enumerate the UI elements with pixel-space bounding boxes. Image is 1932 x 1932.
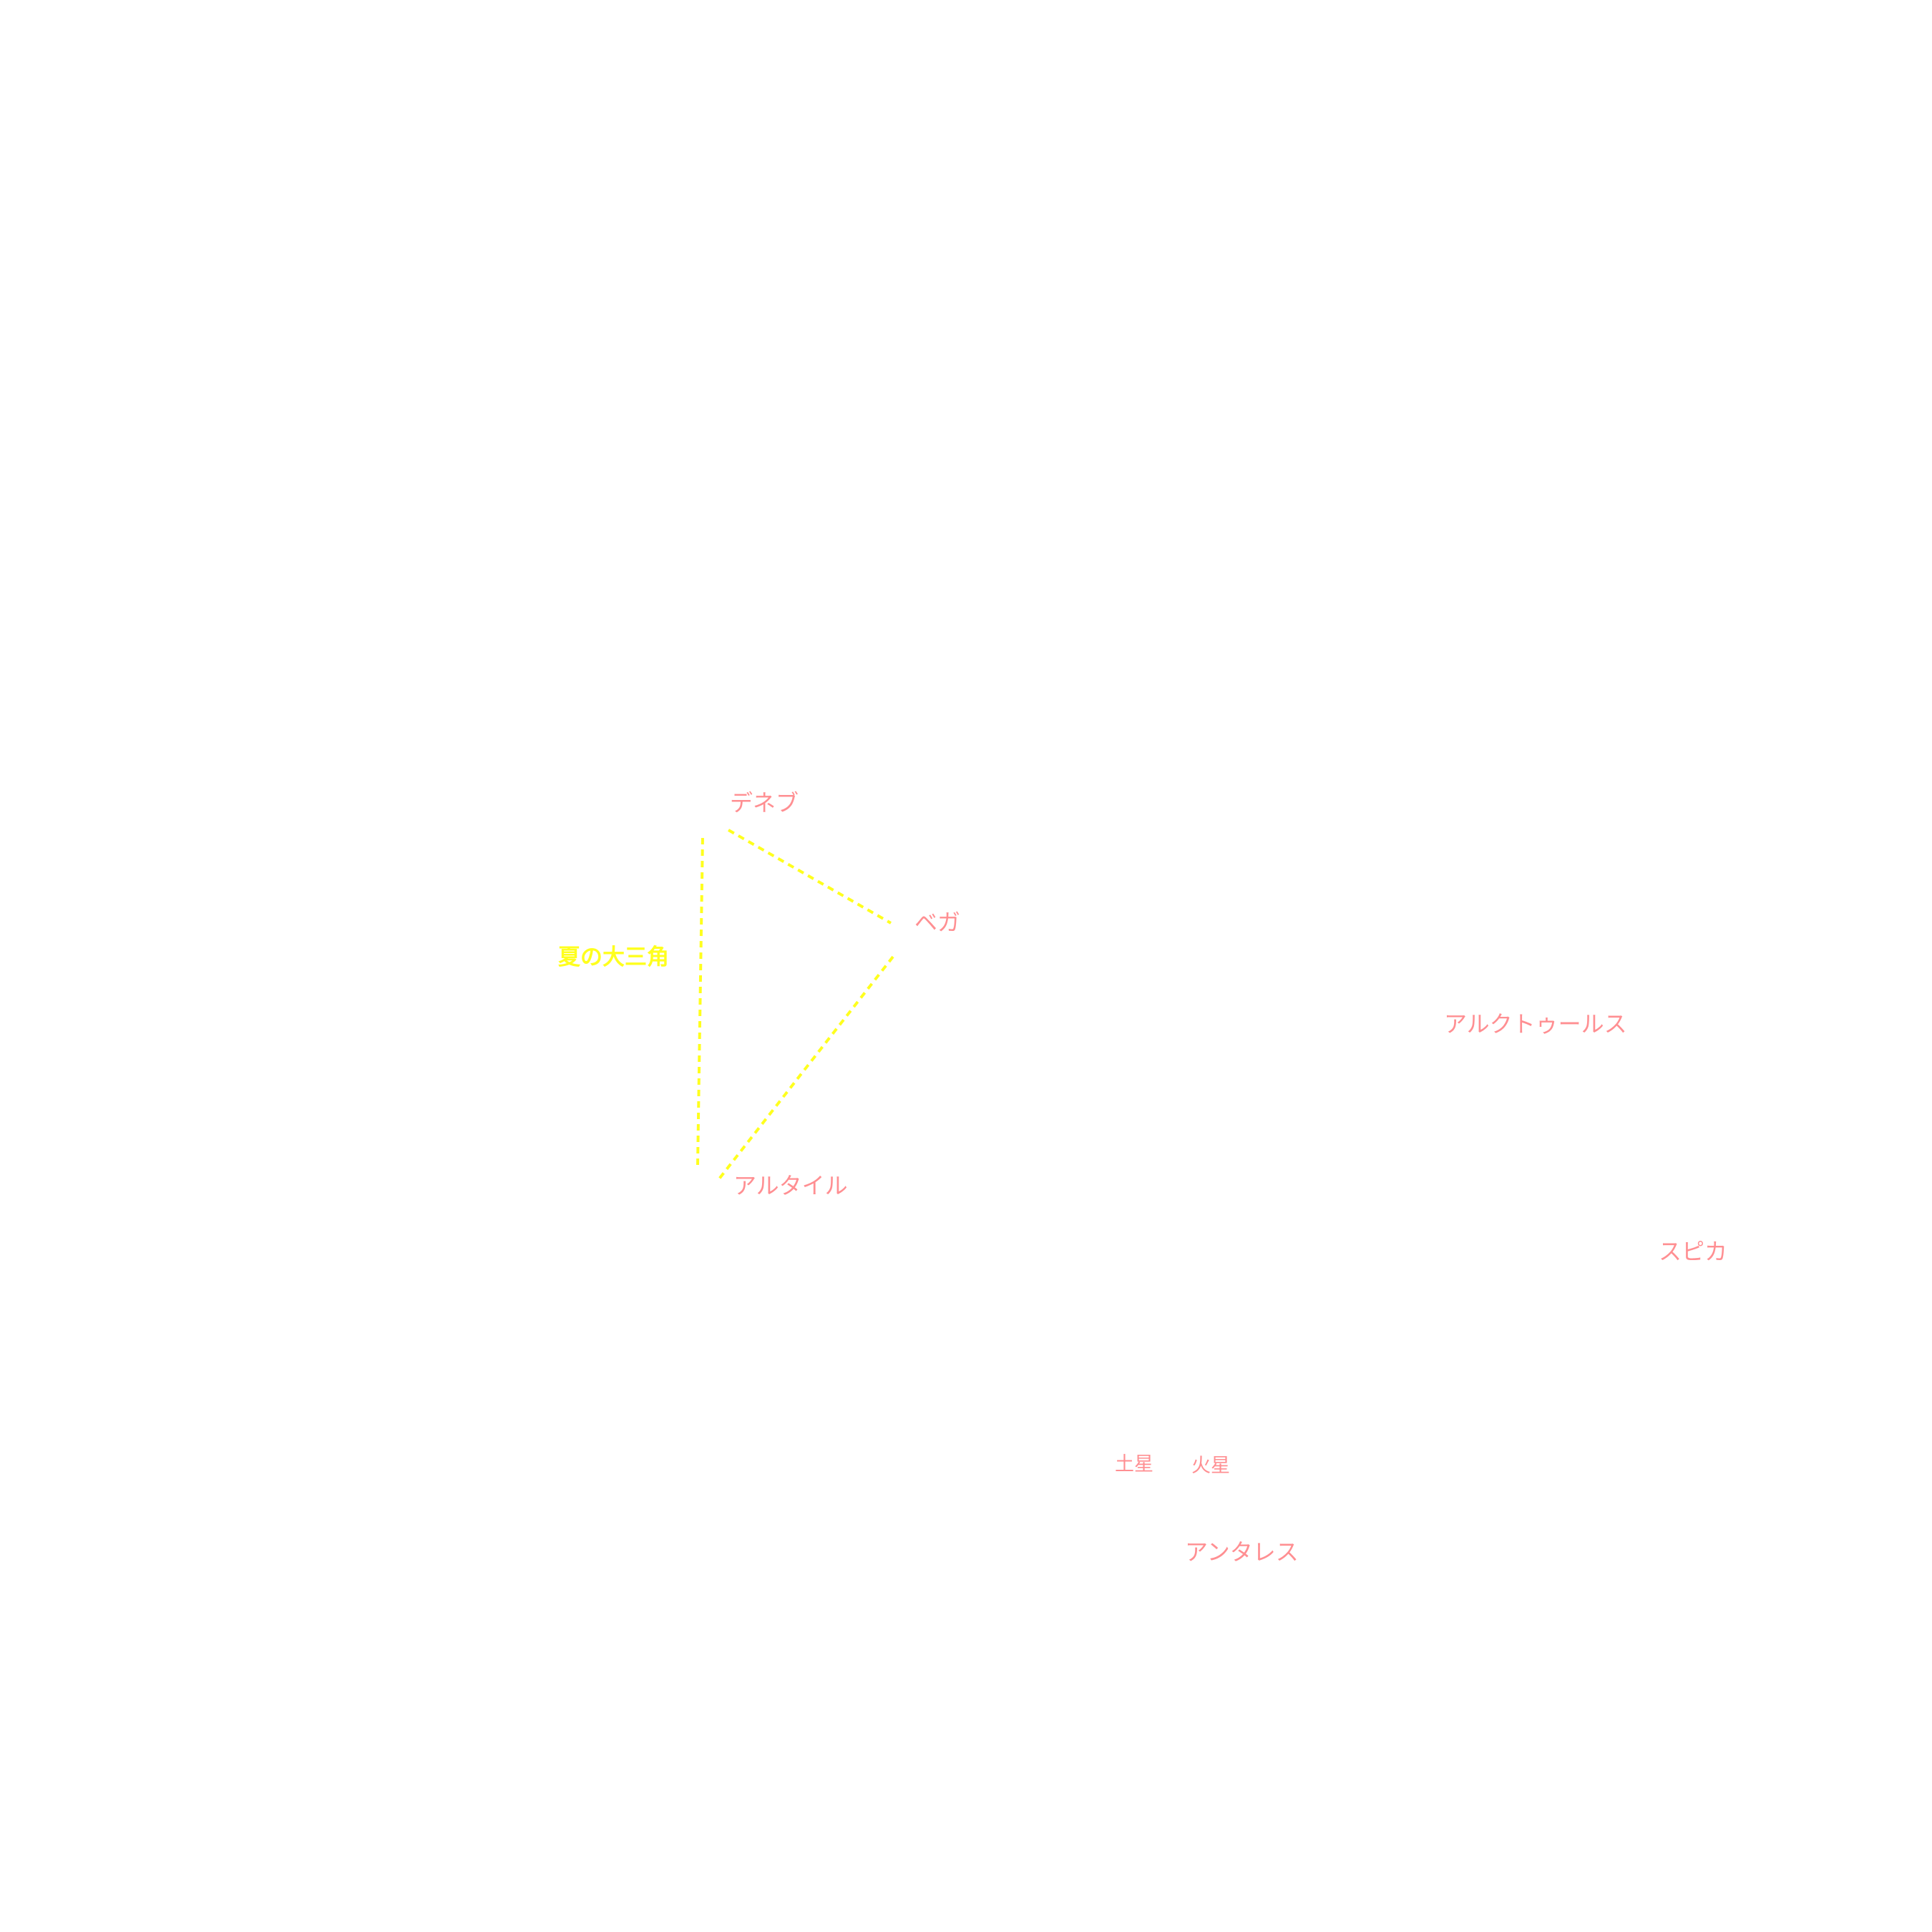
star-label-spica: スピカ (1659, 1238, 1727, 1265)
star-label-antares: アンタレス (1185, 1538, 1299, 1566)
star-label-vega: ベガ (914, 909, 960, 936)
planet-label-mars: 火星 (1191, 1455, 1230, 1477)
summer-triangle (696, 829, 894, 1182)
planet-label-saturn: 土星 (1115, 1453, 1153, 1475)
line-deneb-vega (728, 829, 892, 924)
star-label-altair: アルタイル (733, 1172, 848, 1199)
summer-triangle-label: 夏の大三角 (558, 945, 669, 970)
line-vega-altair (716, 955, 894, 1182)
line-altair-deneb (696, 835, 704, 1166)
star-label-deneb: デネブ (730, 789, 799, 816)
star-label-arcturus: アルクトゥールス (1444, 1010, 1627, 1038)
